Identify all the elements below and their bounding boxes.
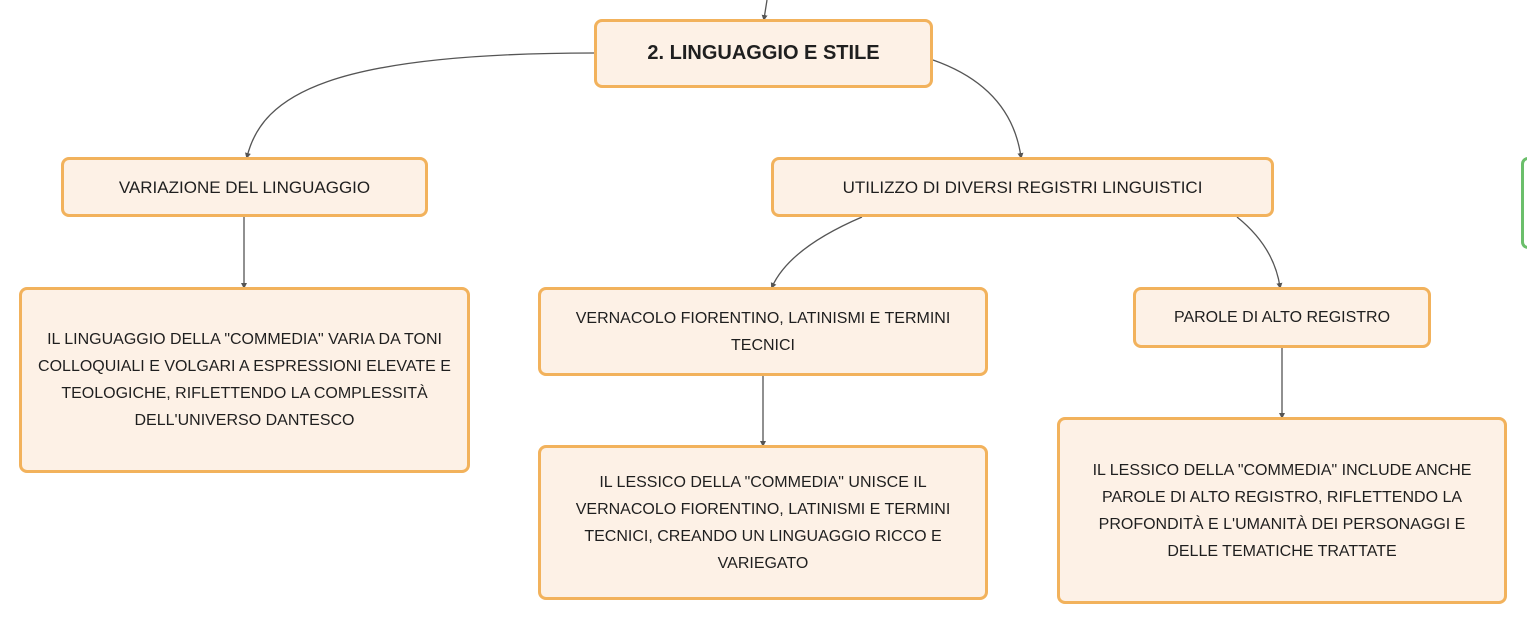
connector-parent-to-root: [761, 0, 768, 21]
connector-registri-to-vernacolo: [770, 216, 863, 289]
offscreen-node-edge[interactable]: [1521, 157, 1527, 249]
node-variazione-detail[interactable]: IL LINGUAGGIO DELLA "COMMEDIA" VARIA DA …: [19, 287, 470, 473]
connector-root-to-variazione: [245, 52, 595, 159]
node-variazione[interactable]: VARIAZIONE DEL LINGUAGGIO: [61, 157, 428, 217]
connector-root-to-registri: [932, 59, 1024, 159]
node-registri[interactable]: UTILIZZO DI DIVERSI REGISTRI LINGUISTICI: [771, 157, 1274, 217]
connector-registri-to-alto-registro: [1236, 216, 1283, 289]
node-vernacolo[interactable]: VERNACOLO FIORENTINO, LATINISMI E TERMIN…: [538, 287, 988, 376]
node-root[interactable]: 2. LINGUAGGIO E STILE: [594, 19, 933, 88]
node-alto-registro-detail[interactable]: IL LESSICO DELLA "COMMEDIA" INCLUDE ANCH…: [1057, 417, 1507, 604]
node-vernacolo-detail[interactable]: IL LESSICO DELLA "COMMEDIA" UNISCE IL VE…: [538, 445, 988, 600]
node-alto-registro[interactable]: PAROLE DI ALTO REGISTRO: [1133, 287, 1431, 348]
